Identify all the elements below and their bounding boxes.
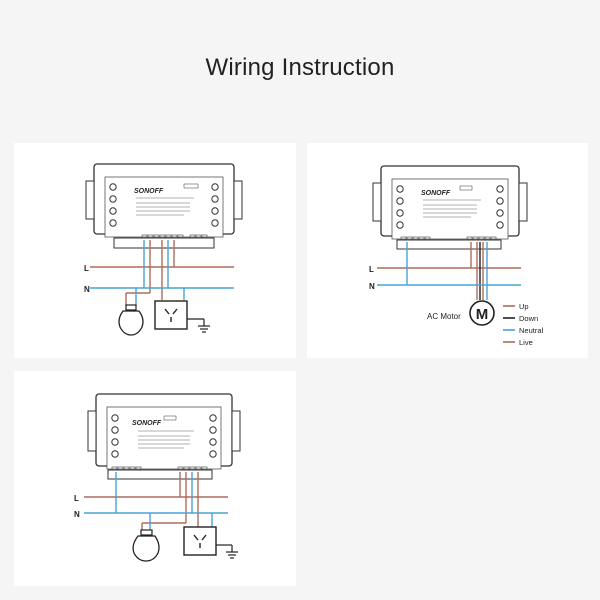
wiring-panel-ac-motor: SONOFF L N M AC Motor Up: [307, 143, 588, 358]
live-label: L: [74, 494, 79, 503]
neutral-label: N: [84, 285, 90, 294]
socket-icon: [183, 526, 217, 556]
sonoff-device: [85, 163, 243, 249]
wiring-diagram-1: SONOFF L N: [84, 163, 243, 336]
live-label: L: [84, 264, 89, 273]
neutral-wire: [84, 472, 228, 531]
legend-label-down: Down: [519, 314, 538, 323]
ground-icon: [187, 318, 210, 333]
socket-icon: [154, 300, 188, 330]
neutral-label: N: [74, 510, 80, 519]
device-brand-label: SONOFF: [132, 420, 162, 427]
legend-label-live: Live: [519, 338, 533, 347]
neutral-wire: [377, 242, 521, 300]
legend-label-neutral: Neutral: [519, 326, 544, 335]
sonoff-device: [87, 393, 241, 480]
neutral-wire: [90, 240, 234, 306]
light-bulb-icon: [132, 529, 160, 562]
light-bulb-icon: [118, 304, 144, 336]
live-wire: [84, 472, 228, 531]
wire-legend: [503, 305, 515, 343]
wiring-panel-light-socket-2: SONOFF L N: [14, 371, 296, 586]
motor-icon: [469, 300, 495, 326]
legend-label-up: Up: [519, 302, 529, 311]
wiring-panel-light-socket: SONOFF L N: [14, 143, 296, 358]
live-wire: [90, 240, 234, 306]
wiring-diagram-3: SONOFF L N: [74, 393, 241, 562]
motor-symbol: M: [476, 306, 489, 323]
motor-label: AC Motor: [427, 312, 461, 321]
live-wire: [377, 242, 521, 300]
live-label: L: [369, 265, 374, 274]
neutral-label: N: [369, 282, 375, 291]
ground-icon: [216, 544, 238, 559]
wiring-diagram-2: SONOFF L N M AC Motor Up: [369, 165, 544, 347]
device-brand-label: SONOFF: [421, 190, 451, 197]
sonoff-device: [372, 165, 528, 250]
page-title: Wiring Instruction: [205, 54, 395, 81]
device-brand-label: SONOFF: [134, 188, 164, 195]
